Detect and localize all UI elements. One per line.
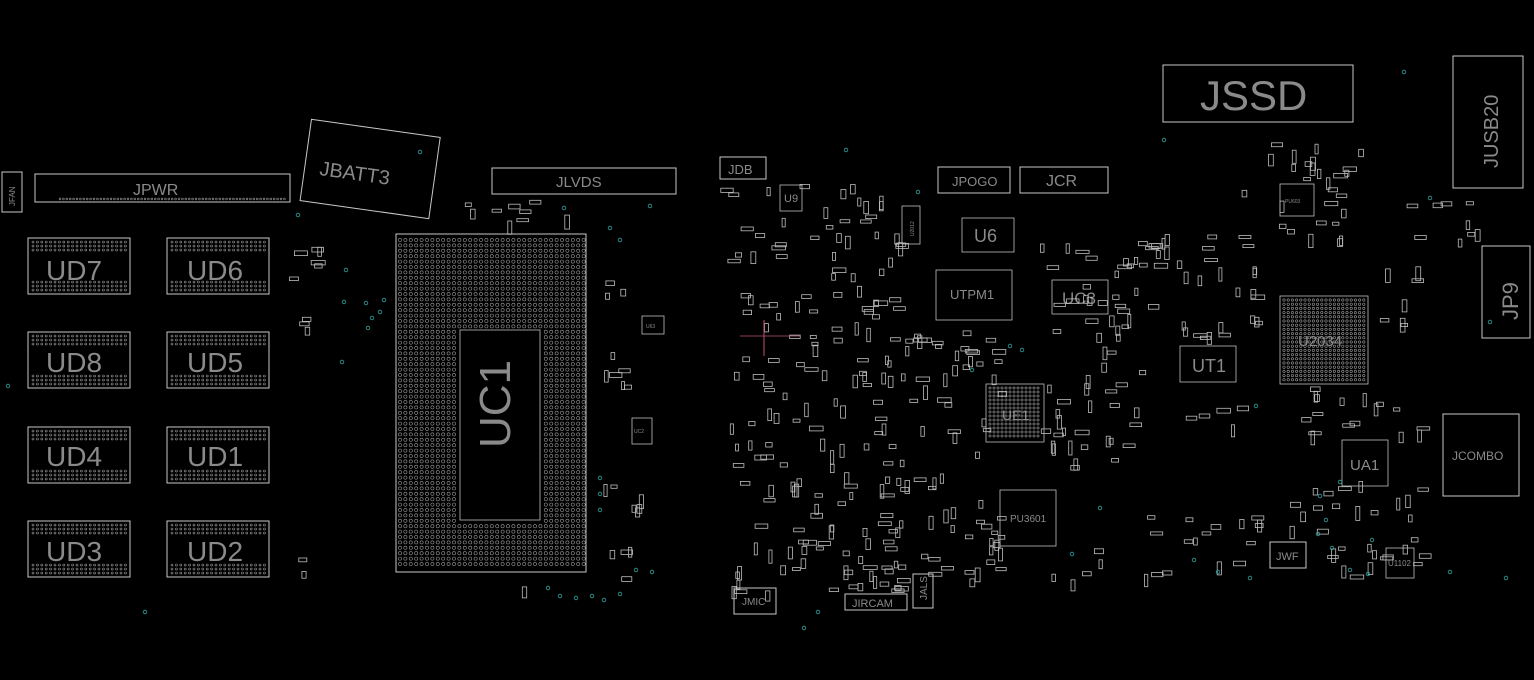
chip-u2012[interactable]: U2012 <box>901 205 921 245</box>
jusb20-label: JUSB20 <box>1481 95 1503 168</box>
jssd-connector[interactable]: JSSD <box>1162 64 1354 123</box>
chip-u9[interactable]: U9 <box>779 184 803 212</box>
chip-uc3[interactable]: UC3 <box>1051 279 1109 315</box>
jwf-connector[interactable]: JWF <box>1269 541 1307 569</box>
jlvds-connector[interactable]: JLVDS <box>491 167 677 195</box>
passive-components <box>289 142 1481 602</box>
chip-pu603[interactable]: PU603 <box>1279 183 1315 217</box>
chip-utpm1[interactable]: UTPM1 <box>935 269 1013 321</box>
jcr-label: JCR <box>1046 173 1077 190</box>
jircam-connector[interactable]: JIRCAM <box>844 593 908 611</box>
chip-ua1[interactable]: UA1 <box>1341 439 1389 487</box>
jals-label: JALS <box>919 576 930 600</box>
jcr-connector[interactable]: JCR <box>1019 166 1109 194</box>
u6-label: U6 <box>974 226 997 246</box>
memory-chip-ud3[interactable]: UD3 <box>27 520 131 578</box>
ud2-label: UD2 <box>187 536 243 567</box>
uc2-label: UC2 <box>634 429 644 435</box>
u1102-label: U1102 <box>1388 559 1412 568</box>
vias <box>5 69 1509 631</box>
jfan-label: JFAN <box>8 186 17 206</box>
jpogo-label: JPOGO <box>952 174 998 189</box>
u2034-label: U2034 <box>1298 333 1342 350</box>
ud4-label: UD4 <box>46 441 102 472</box>
chip-u1102[interactable]: U1102 <box>1385 547 1415 579</box>
memory-chip-ud6[interactable]: UD6 <box>166 237 270 295</box>
chip-pu3601[interactable]: PU3601 <box>999 489 1057 547</box>
memory-chip-ud5[interactable]: UD5 <box>166 331 270 389</box>
jdb-label: JDB <box>728 162 753 177</box>
pu603-label: PU603 <box>1285 199 1301 205</box>
ua1-label: UA1 <box>1350 457 1379 474</box>
jals-connector[interactable]: JALS <box>912 573 934 609</box>
memory-chip-ud4[interactable]: UD4 <box>27 426 131 484</box>
jcombo-label: JCOMBO <box>1452 449 1503 463</box>
jp9-connector[interactable]: JP9 <box>1481 245 1531 339</box>
jpogo-connector[interactable]: JPOGO <box>937 166 1011 194</box>
chip-ue1[interactable]: UE1 <box>985 383 1045 443</box>
jbatt3-label: JBATT3 <box>318 158 391 190</box>
jircam-label: JIRCAM <box>852 598 893 610</box>
ue1-label: UE1 <box>1002 407 1029 423</box>
memory-chip-ud8[interactable]: UD8 <box>27 331 131 389</box>
jmic-label: JMIC <box>742 597 765 608</box>
ud8-label: UD8 <box>46 347 102 378</box>
memory-chip-ud1[interactable]: UD1 <box>166 426 270 484</box>
ud3-label: UD3 <box>46 536 102 567</box>
jmic-connector[interactable]: JMIC <box>733 587 777 615</box>
u63-label: U63 <box>646 324 655 330</box>
ud1-label: UD1 <box>187 441 243 472</box>
jpwr-label: JPWR <box>133 182 178 199</box>
chip-u6[interactable]: U6 <box>961 217 1015 253</box>
pu3601-label: PU3601 <box>1010 514 1047 525</box>
u9-label: U9 <box>784 193 798 205</box>
jusb20-connector[interactable]: JUSB20 <box>1452 55 1524 189</box>
jwf-label: JWF <box>1276 551 1299 563</box>
uc1-label: UC1 <box>471 360 520 448</box>
chip-u63[interactable]: U63 <box>641 315 665 335</box>
jfan-connector[interactable]: JFAN <box>1 171 23 213</box>
chip-uc2[interactable]: UC2 <box>631 417 653 445</box>
chip-u2034[interactable]: U2034 <box>1279 295 1369 385</box>
jp9-label: JP9 <box>1498 282 1523 320</box>
memory-chip-ud7[interactable]: UD7 <box>27 237 131 295</box>
ud5-label: UD5 <box>187 347 243 378</box>
u2012-label: U2012 <box>910 221 916 236</box>
memory-chip-ud2[interactable]: UD2 <box>166 520 270 578</box>
jpwr-connector[interactable]: JPWR <box>34 173 291 203</box>
jcombo-connector[interactable]: JCOMBO <box>1442 413 1520 497</box>
jlvds-label: JLVDS <box>556 174 602 191</box>
jdb-connector[interactable]: JDB <box>719 156 767 180</box>
chip-ut1[interactable]: UT1 <box>1179 345 1237 383</box>
ut1-label: UT1 <box>1192 356 1226 376</box>
jssd-label: JSSD <box>1200 72 1307 119</box>
utpm1-label: UTPM1 <box>950 287 994 302</box>
jbatt3-connector[interactable]: JBATT3 <box>299 118 441 220</box>
cpu-uc1[interactable]: UC1 <box>395 233 587 573</box>
